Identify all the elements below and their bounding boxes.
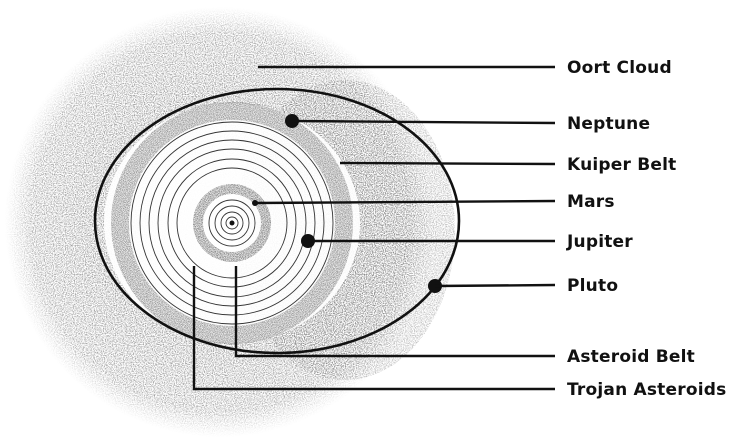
label-oort-cloud: Oort Cloud bbox=[567, 58, 672, 78]
label-kuiper-belt: Kuiper Belt bbox=[567, 155, 676, 175]
label-neptune: Neptune bbox=[567, 114, 650, 134]
pluto-leader bbox=[435, 285, 555, 286]
label-jupiter: Jupiter bbox=[566, 232, 633, 252]
label-trojan-asteroids: Trojan Asteroids bbox=[567, 380, 726, 400]
label-mars: Mars bbox=[567, 192, 615, 212]
label-asteroid-belt: Asteroid Belt bbox=[567, 347, 695, 367]
labels: Oort Cloud Neptune Kuiper Belt Mars Jupi… bbox=[566, 58, 726, 400]
label-pluto: Pluto bbox=[567, 276, 618, 296]
kuiper-belt-leader bbox=[340, 163, 555, 164]
sun-dot bbox=[230, 221, 235, 226]
